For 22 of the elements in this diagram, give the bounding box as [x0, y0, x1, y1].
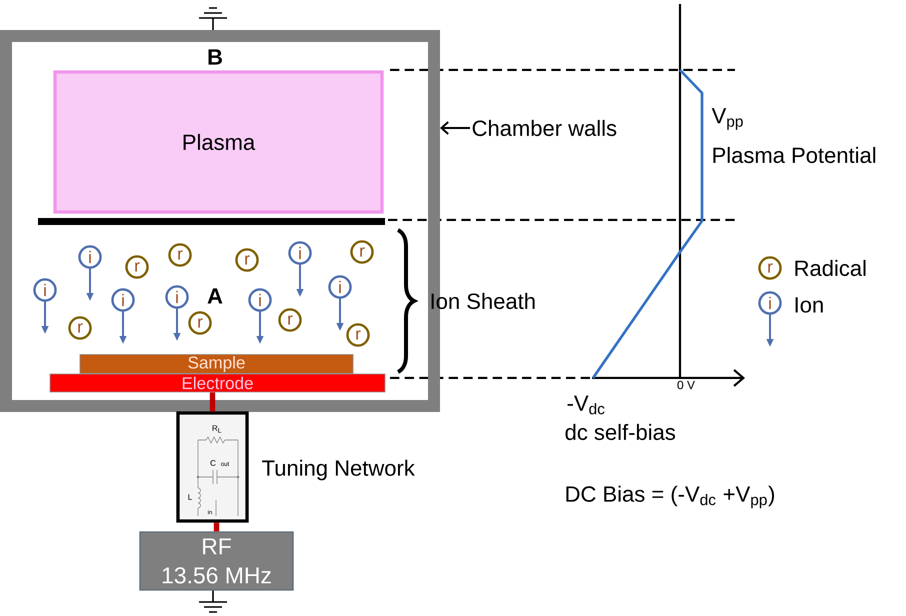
axis-label: V$_{pp}$ — [712, 108, 743, 130]
rf-source-box: RF 13.56 MHz — [139, 531, 294, 591]
wall-label: Chamber walls — [472, 120, 616, 136]
point-label: A — [208, 288, 222, 304]
electrode-block: Electrode — [50, 374, 386, 392]
axis-label: Plasma Potential — [713, 146, 876, 164]
tick-label: 0 V — [677, 380, 695, 390]
sheath-label: Ion Sheath — [432, 292, 535, 310]
axis-label: -V$_{dc}$ — [568, 396, 604, 414]
tuning-label: Tuning Network — [262, 460, 415, 480]
axis-label: dc self-bias — [566, 424, 676, 440]
circuit-label: L — [188, 494, 192, 500]
sample-block: Sample — [80, 354, 354, 374]
legend-text: Ion — [796, 297, 823, 313]
leader-arrow — [440, 121, 470, 135]
plasma-box: Plasma — [53, 70, 384, 214]
legend-text: Radical — [795, 260, 866, 276]
equation-text: DC Bias = (-V$_{dc}$ +V$_{pp}$) — [566, 486, 774, 508]
circuit-label: R$_{L}$ — [212, 425, 222, 433]
circuit-label: C — [210, 460, 216, 466]
cable — [214, 522, 220, 532]
cable — [210, 392, 216, 412]
